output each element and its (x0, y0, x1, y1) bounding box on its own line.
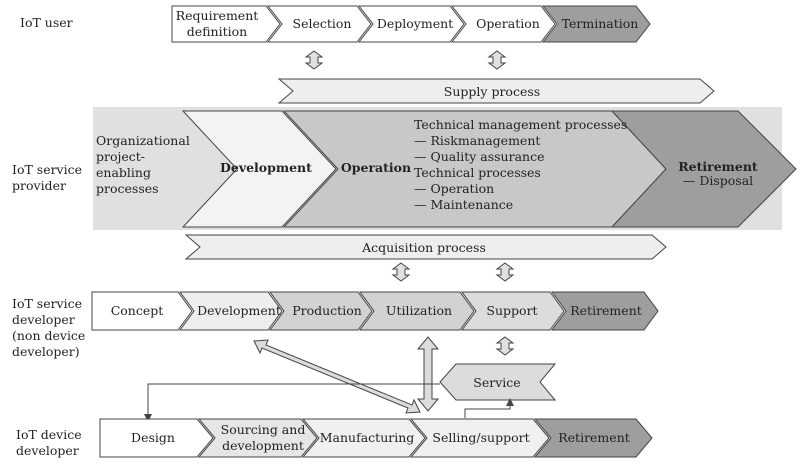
row-label-device-2: developer (16, 443, 79, 458)
acquisition-process-band (184, 234, 667, 260)
dev-support-label: Support (486, 303, 537, 318)
stage-operation (450, 5, 556, 43)
row-label-developer-3: (non device (12, 328, 85, 343)
stage-requirement-line1: Requirement (176, 8, 259, 23)
acquisition-process-label: Acquisition process (361, 240, 486, 255)
provider-development-label: Development (220, 160, 312, 175)
double-arrow-icon (495, 262, 515, 282)
provider-development-chevron (181, 110, 337, 228)
provider-retirement-label: Retirement (678, 159, 758, 174)
provider-organizational-1: Organizational (96, 133, 190, 148)
service-arrow (439, 363, 557, 401)
developer-stages: Concept Development Production Utilizati… (91, 291, 659, 331)
dev-stage-support (461, 291, 565, 331)
device-stage-selling (409, 418, 550, 458)
provider-detail-4: Technical processes (414, 165, 541, 180)
device-selling-label: Selling/support (432, 430, 529, 445)
provider-detail-6: — Maintenance (414, 197, 513, 212)
stage-requirement-definition (171, 5, 281, 43)
dev-stage-utilization (359, 291, 475, 331)
provider-organizational-2: project- (96, 149, 145, 164)
device-stage-manufacturing (301, 418, 426, 458)
row-label-iot-user: IoT user (20, 15, 73, 30)
supply-process-label: Supply process (444, 84, 540, 99)
device-design-label: Design (131, 430, 175, 445)
dev-stage-production (269, 291, 373, 331)
provider-detail-3: — Quality assurance (414, 149, 545, 164)
provider-organizational-3: enabling (96, 165, 151, 180)
dev-stage-retirement (551, 291, 659, 331)
diagonal-double-arrow-icon (253, 339, 421, 414)
row-label-device-1: IoT device (16, 427, 82, 442)
dev-production-label: Production (292, 303, 362, 318)
stage-termination (541, 5, 651, 43)
dev-utilization-label: Utilization (386, 303, 452, 318)
device-manufacturing-label: Manufacturing (320, 430, 415, 445)
stage-termination-label: Termination (562, 16, 639, 31)
device-stage-sourcing (197, 418, 318, 458)
row-label-developer-4: developer) (12, 344, 80, 359)
user-stages: Requirement definition Selection Deploym… (171, 5, 651, 43)
device-retirement-label: Retirement (558, 430, 630, 445)
provider-retirement-chevron (610, 110, 797, 228)
row-label-developer-1: IoT service (12, 296, 82, 311)
double-arrow-icon (391, 262, 411, 282)
provider-disposal-label: — Disposal (683, 173, 753, 188)
dev-stage-concept (91, 291, 193, 331)
double-arrow-icon (487, 50, 507, 70)
double-arrow-icon (495, 336, 515, 356)
double-arrow-icon (304, 50, 324, 70)
stage-selection (266, 5, 372, 43)
dev-stage-development (179, 291, 283, 331)
device-stage-design (99, 418, 214, 458)
stage-deployment-label: Deployment (377, 16, 453, 31)
dev-concept-label: Concept (111, 303, 164, 318)
stage-operation-label: Operation (476, 16, 540, 31)
service-to-design-connector (144, 383, 440, 422)
vertical-double-arrow-icon (416, 336, 440, 412)
row-label-provider-2: provider (12, 178, 66, 193)
device-sourcing-line2: development (222, 438, 304, 453)
provider-detail-1: Technical management processes (414, 117, 627, 132)
provider-organizational-4: processes (96, 181, 159, 196)
dev-retirement-label: Retirement (570, 303, 642, 318)
device-stages: Design Sourcing and development Manufact… (99, 418, 653, 458)
service-label: Service (473, 375, 520, 390)
provider-detail-5: — Operation (414, 181, 494, 196)
stage-requirement-line2: definition (187, 24, 247, 39)
supply-process-band (277, 78, 715, 104)
row-label-provider-1: IoT service (12, 162, 82, 177)
stage-deployment (357, 5, 465, 43)
provider-detail-2: — Riskmanagement (414, 133, 540, 148)
selling-to-service-connector (464, 398, 514, 418)
provider-operation-label: Operation (341, 160, 411, 175)
stage-selection-label: Selection (293, 16, 352, 31)
device-stage-retirement (533, 418, 653, 458)
device-sourcing-line1: Sourcing and (221, 422, 306, 437)
dev-development-label: Development (197, 303, 281, 318)
row-label-developer-2: developer (12, 312, 75, 327)
